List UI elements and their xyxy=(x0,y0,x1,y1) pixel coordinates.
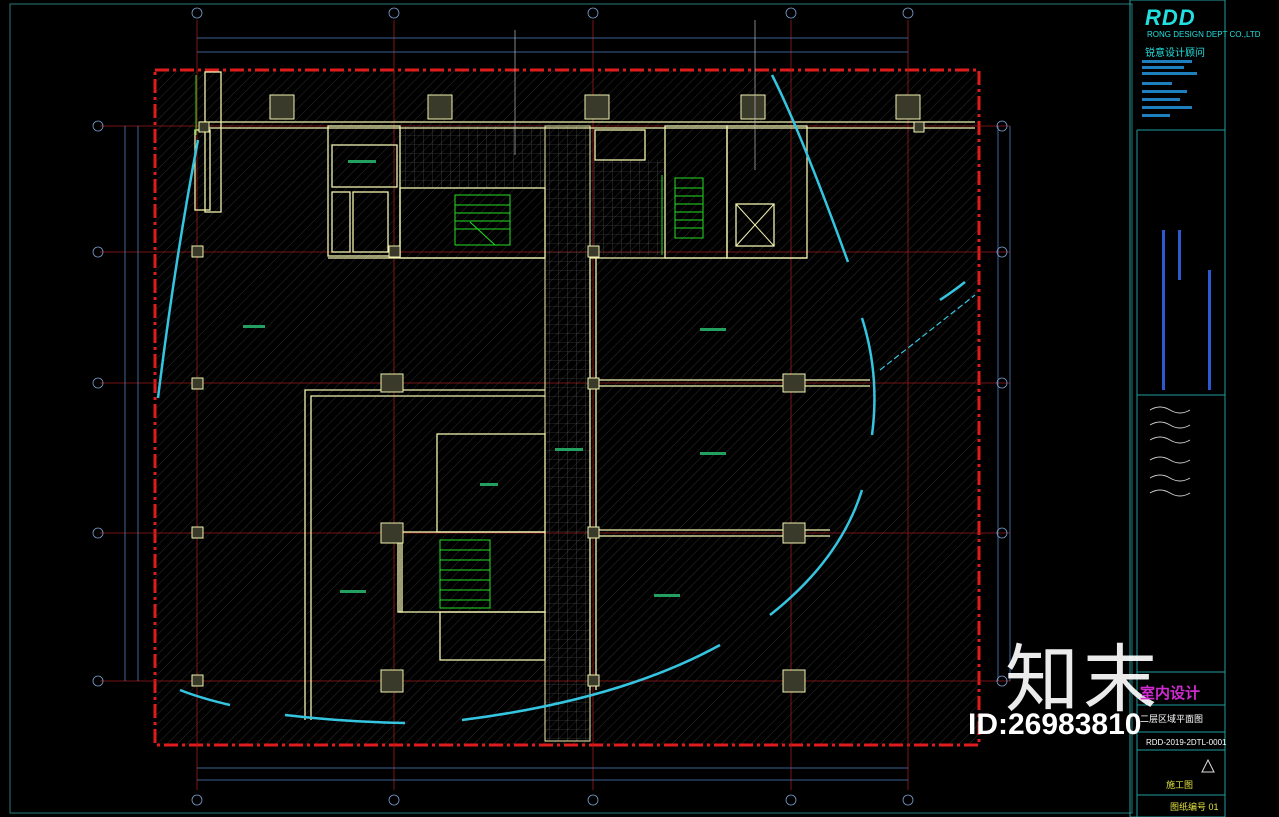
titleblock-drawing-code: RDD-2019-2DTL-0001 xyxy=(1146,738,1227,747)
project-name-vertical xyxy=(1162,230,1211,390)
walls xyxy=(194,71,975,720)
watermark-id: ID:26983810 xyxy=(968,708,1142,741)
titleblock-brand-sub: RONG DESIGN DEPT CO.,LTD xyxy=(1147,30,1261,39)
site-boundary xyxy=(153,68,981,747)
east-tiled-lobby xyxy=(590,160,665,255)
titleblock-company: 锐意设计顾问 xyxy=(1145,48,1205,59)
titleblock-sheet-no: 图纸编号 01 xyxy=(1170,802,1219,812)
elevator xyxy=(735,203,775,247)
room-tags xyxy=(243,160,726,597)
titleblock-brand: RDD xyxy=(1145,5,1196,30)
title-block-lines xyxy=(1142,60,1197,117)
curtain-dash xyxy=(879,294,976,371)
central-corridor xyxy=(544,125,591,742)
drawing-frame xyxy=(9,3,1133,814)
title-block xyxy=(1129,0,1226,817)
leader-lines xyxy=(514,20,756,170)
curtain-walls xyxy=(156,74,966,725)
dimension-lines xyxy=(124,37,1011,781)
titleblock-drawing-title: 二层区域平面图 xyxy=(1140,714,1204,724)
signatures xyxy=(1149,406,1191,497)
titleblock-department: 室内设计 xyxy=(1140,685,1201,702)
watermark-logo: 知末 xyxy=(1005,638,1161,721)
stairs xyxy=(195,75,704,609)
north-tiled-lobby xyxy=(400,126,545,188)
axis-bubbles xyxy=(92,7,1008,806)
revision-triangle xyxy=(1201,758,1215,773)
columns xyxy=(191,94,925,693)
titleblock-stamp: 施工图 xyxy=(1166,780,1194,790)
